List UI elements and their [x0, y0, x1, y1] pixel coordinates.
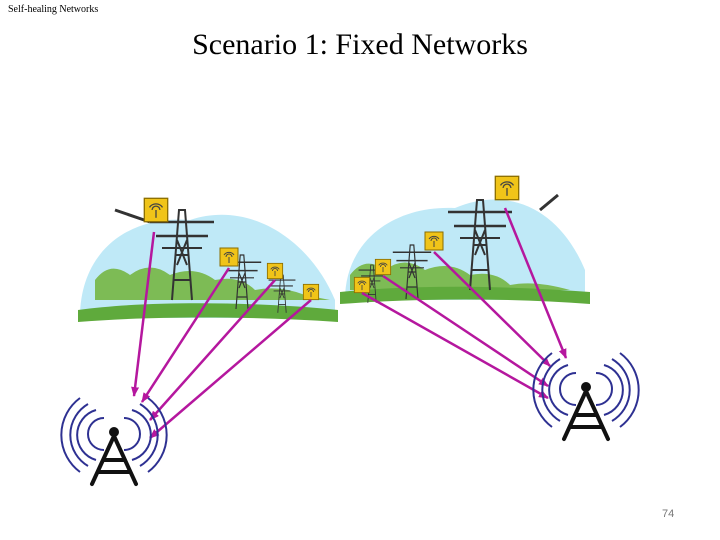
wireless-sensor-icon: [353, 276, 371, 294]
slide-title: Scenario 1: Fixed Networks: [192, 28, 528, 61]
wireless-sensor-icon: [143, 197, 169, 223]
wireless-links: [131, 207, 568, 439]
radio-tower-icon: [59, 396, 169, 486]
page-number: 74: [662, 508, 675, 520]
wireless-sensor-icon: [494, 175, 520, 201]
wireless-sensor-icon: [424, 231, 444, 251]
right-landscape: [340, 199, 590, 304]
header-label: Self-healing Networks: [8, 4, 99, 15]
wireless-sensor-icon: [302, 283, 320, 301]
wireless-sensor-icon: [219, 247, 239, 267]
left-landscape: [78, 214, 338, 322]
wireless-sensor-icon: [266, 262, 284, 280]
wireless-sensor-icon: [374, 258, 392, 276]
